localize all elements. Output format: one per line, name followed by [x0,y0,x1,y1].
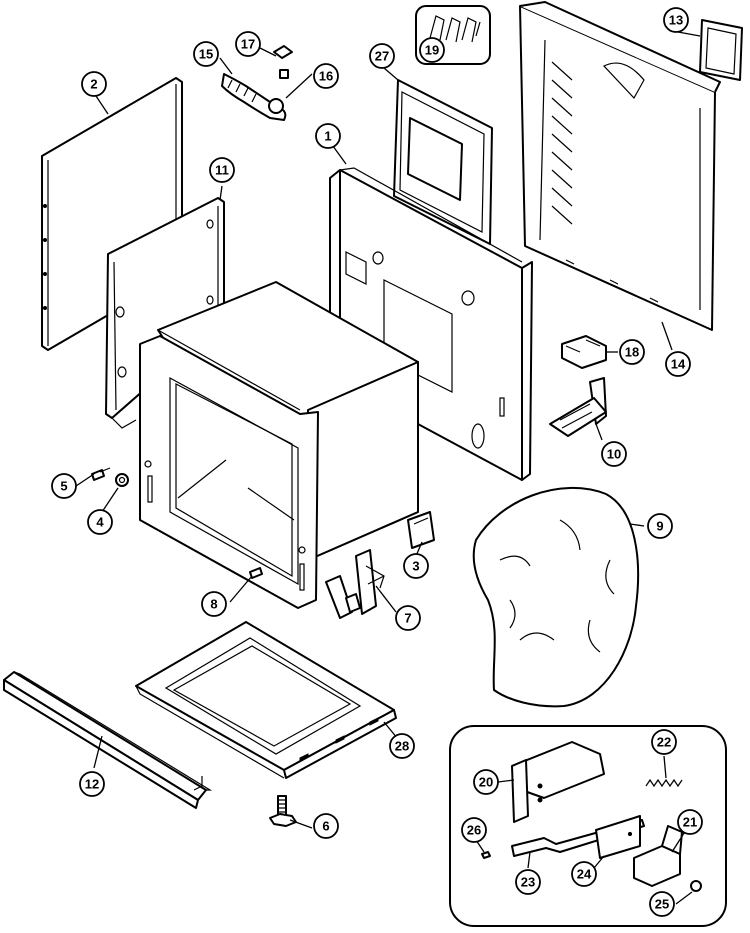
svg-text:1: 1 [324,129,331,144]
part-28-oven-bottom [135,621,397,779]
part-13-plate [699,19,743,81]
callout-17: 17 [235,31,261,57]
callout-9: 9 [647,513,673,539]
part-7-hinge [325,549,385,619]
part-4-nut [115,473,129,487]
svg-text:22: 22 [657,735,671,750]
part-17-clip [273,45,293,79]
svg-text:13: 13 [669,13,683,28]
part-27-heat-shield [393,79,493,245]
callout-2: 2 [81,71,107,97]
callout-20: 20 [473,769,499,795]
svg-text:2: 2 [90,77,97,92]
svg-text:8: 8 [210,597,217,612]
callout-26: 26 [461,817,487,843]
part-5-screw [91,467,111,481]
callout-3: 3 [403,553,429,579]
svg-text:6: 6 [322,819,329,834]
callout-14: 14 [665,351,691,377]
svg-text:11: 11 [215,163,229,178]
part-15-wire-harness [221,73,287,121]
callout-4: 4 [87,509,113,535]
part-6-leveling-leg [269,795,297,827]
svg-text:28: 28 [395,739,409,754]
callout-23: 23 [515,869,541,895]
part-14-rear-panel [519,1,721,331]
callout-25: 25 [649,891,675,917]
callout-7: 7 [395,605,421,631]
part-3-clip [407,511,435,549]
callout-19: 19 [419,37,445,63]
callout-22: 22 [651,729,677,755]
svg-text:17: 17 [241,37,255,52]
callout-15: 15 [193,41,219,67]
part-12-trim-channel [3,671,213,809]
callout-21: 21 [677,809,703,835]
callout-28: 28 [389,733,415,759]
callout-6: 6 [313,813,339,839]
svg-text:20: 20 [479,775,493,790]
svg-text:19: 19 [425,43,439,58]
part-9-insulation [472,486,640,708]
part-10-angle-bracket [549,377,607,437]
callout-27: 27 [369,43,395,69]
callout-10: 10 [601,441,627,467]
svg-text:23: 23 [521,875,535,890]
svg-text:10: 10 [607,447,621,462]
svg-text:18: 18 [625,345,639,360]
svg-text:14: 14 [671,357,686,372]
svg-text:12: 12 [85,777,99,792]
oven-cavity [139,281,419,609]
svg-text:21: 21 [683,815,697,830]
svg-text:24: 24 [577,867,592,882]
svg-text:7: 7 [404,611,411,626]
callout-24: 24 [571,861,597,887]
svg-text:4: 4 [96,515,104,530]
callout-11: 11 [209,157,235,183]
svg-text:27: 27 [375,49,389,64]
callout-18: 18 [619,339,645,365]
callout-16: 16 [313,63,339,89]
svg-text:25: 25 [655,897,669,912]
svg-text:5: 5 [60,479,67,494]
callout-12: 12 [79,771,105,797]
svg-text:16: 16 [319,69,333,84]
svg-text:3: 3 [412,559,419,574]
svg-text:9: 9 [656,519,663,534]
svg-text:26: 26 [467,823,481,838]
callout-8: 8 [201,591,227,617]
callout-1: 1 [315,123,341,149]
part-18-bracket [561,335,607,369]
callout-5: 5 [51,473,77,499]
callout-13: 13 [663,7,689,33]
svg-text:15: 15 [199,47,213,62]
